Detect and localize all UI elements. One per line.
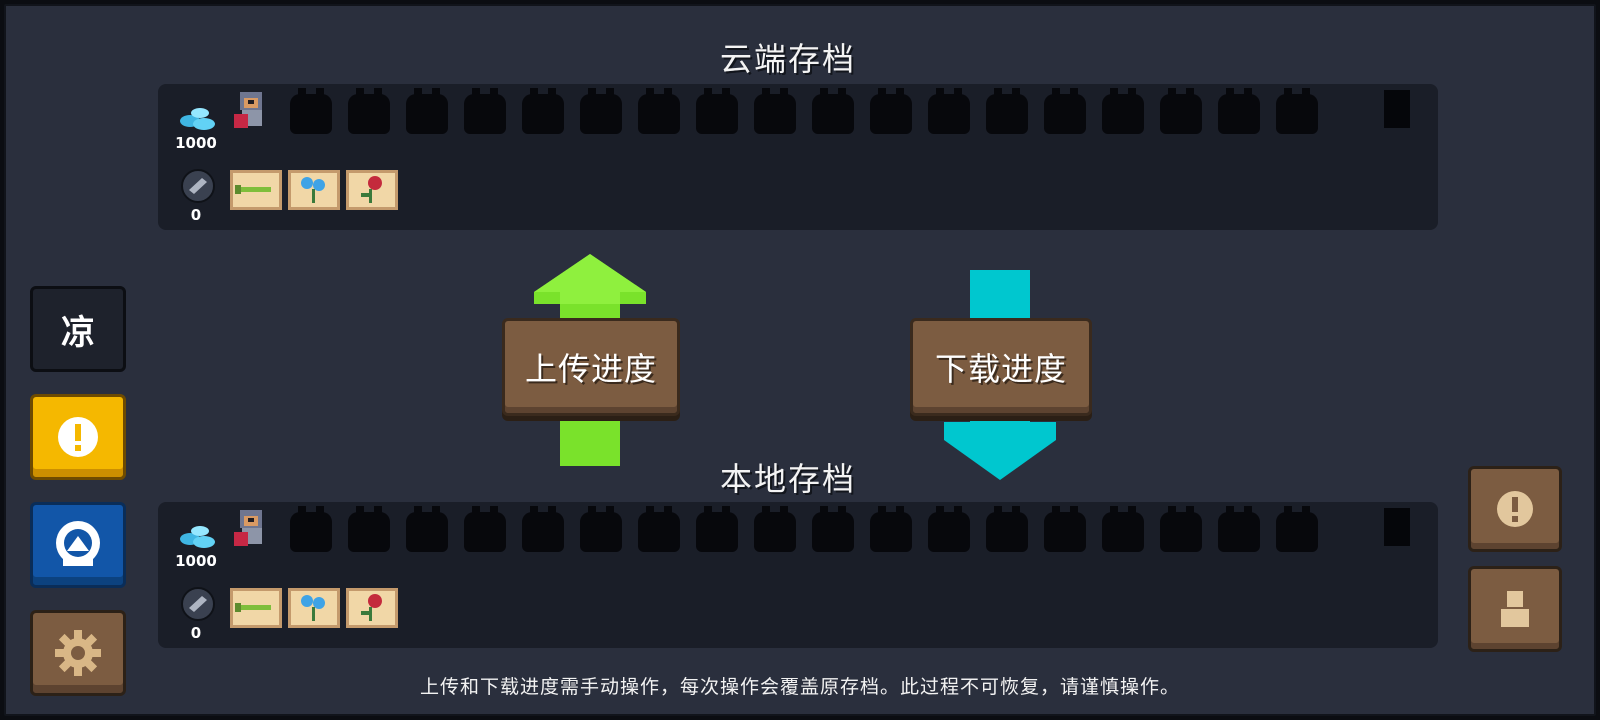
user-icon: [1501, 591, 1529, 627]
fish-coin-icon: [181, 587, 215, 621]
locked-hero-silhouette-icon: [1102, 506, 1144, 552]
locked-hero-silhouette-icon: [1218, 506, 1260, 552]
locked-hero-silhouette-icon: [986, 506, 1028, 552]
locked-hero-silhouette-icon: [1044, 506, 1086, 552]
account-button[interactable]: [1468, 566, 1562, 652]
locked-slot-icon: [1384, 90, 1410, 128]
locked-hero-silhouette-icon: [1160, 506, 1202, 552]
sidebar-cool-button[interactable]: 凉: [30, 286, 126, 372]
locked-hero-silhouette-icon: [290, 506, 332, 552]
knight-hero-icon: [234, 92, 262, 128]
locked-hero-silhouette-icon: [406, 506, 448, 552]
locked-hero-silhouette-icon: [1044, 88, 1086, 134]
locked-hero-silhouette-icon: [406, 88, 448, 134]
gem-icon: [180, 526, 215, 548]
local-save-title: 本地存档: [720, 460, 857, 498]
locked-slot-icon: [1384, 508, 1410, 546]
red-plant-item-icon: [346, 588, 398, 628]
cloud-save-panel: 1000 0: [158, 84, 1438, 230]
local-coin-count: 0: [190, 624, 202, 642]
locked-hero-silhouette-icon: [522, 506, 564, 552]
local-gem-count: 1000: [175, 552, 217, 570]
locked-hero-silhouette-icon: [1276, 506, 1318, 552]
locked-hero-silhouette-icon: [348, 88, 390, 134]
download-progress-button[interactable]: 下载进度: [910, 318, 1092, 416]
red-plant-item-icon: [346, 170, 398, 210]
sidebar-community-button[interactable]: [30, 502, 126, 588]
cloud-save-title: 云端存档: [720, 40, 857, 78]
warning-footer-note: 上传和下载进度需手动操作，每次操作会覆盖原存档。此过程不可恢复，请谨慎操作。: [419, 676, 1180, 698]
locked-hero-silhouette-icon: [638, 506, 680, 552]
settings-button[interactable]: [30, 610, 126, 696]
sidebar-cool-label: 凉: [61, 312, 95, 353]
locked-hero-silhouette-icon: [1160, 88, 1202, 134]
locked-hero-silhouette-icon: [464, 88, 506, 134]
locked-hero-silhouette-icon: [638, 88, 680, 134]
cloud-gem-count: 1000: [175, 134, 217, 152]
locked-hero-silhouette-icon: [580, 88, 622, 134]
blue-flower-item-icon: [288, 588, 340, 628]
local-save-panel: 1000 0: [158, 502, 1438, 648]
locked-hero-silhouette-icon: [812, 506, 854, 552]
locked-hero-silhouette-icon: [696, 506, 738, 552]
locked-hero-silhouette-icon: [1218, 88, 1260, 134]
gear-icon: [55, 630, 101, 676]
sword-item-icon: [230, 588, 282, 628]
locked-hero-silhouette-icon: [870, 506, 912, 552]
locked-hero-silhouette-icon: [580, 506, 622, 552]
locked-hero-silhouette-icon: [870, 88, 912, 134]
locked-hero-silhouette-icon: [522, 88, 564, 134]
locked-hero-silhouette-icon: [754, 506, 796, 552]
community-emblem-icon: [56, 521, 100, 566]
locked-hero-silhouette-icon: [754, 88, 796, 134]
locked-hero-silhouette-icon: [1102, 88, 1144, 134]
sidebar-warning-button[interactable]: [30, 394, 126, 480]
locked-hero-silhouette-icon: [464, 506, 506, 552]
exclamation-icon: [1497, 491, 1533, 527]
locked-hero-silhouette-icon: [928, 506, 970, 552]
blue-flower-item-icon: [288, 170, 340, 210]
gem-icon: [180, 108, 215, 130]
locked-hero-silhouette-icon: [1276, 88, 1318, 134]
sword-item-icon: [230, 170, 282, 210]
cloud-coin-count: 0: [190, 206, 202, 224]
upload-progress-button[interactable]: 上传进度: [502, 318, 680, 416]
locked-hero-silhouette-icon: [986, 88, 1028, 134]
right-warning-button[interactable]: [1468, 466, 1562, 552]
knight-hero-icon: [234, 510, 262, 546]
locked-hero-silhouette-icon: [928, 88, 970, 134]
fish-coin-icon: [181, 169, 215, 203]
locked-hero-silhouette-icon: [812, 88, 854, 134]
locked-hero-silhouette-icon: [290, 88, 332, 134]
locked-hero-silhouette-icon: [696, 88, 738, 134]
locked-hero-silhouette-icon: [348, 506, 390, 552]
exclamation-icon: [58, 417, 98, 457]
